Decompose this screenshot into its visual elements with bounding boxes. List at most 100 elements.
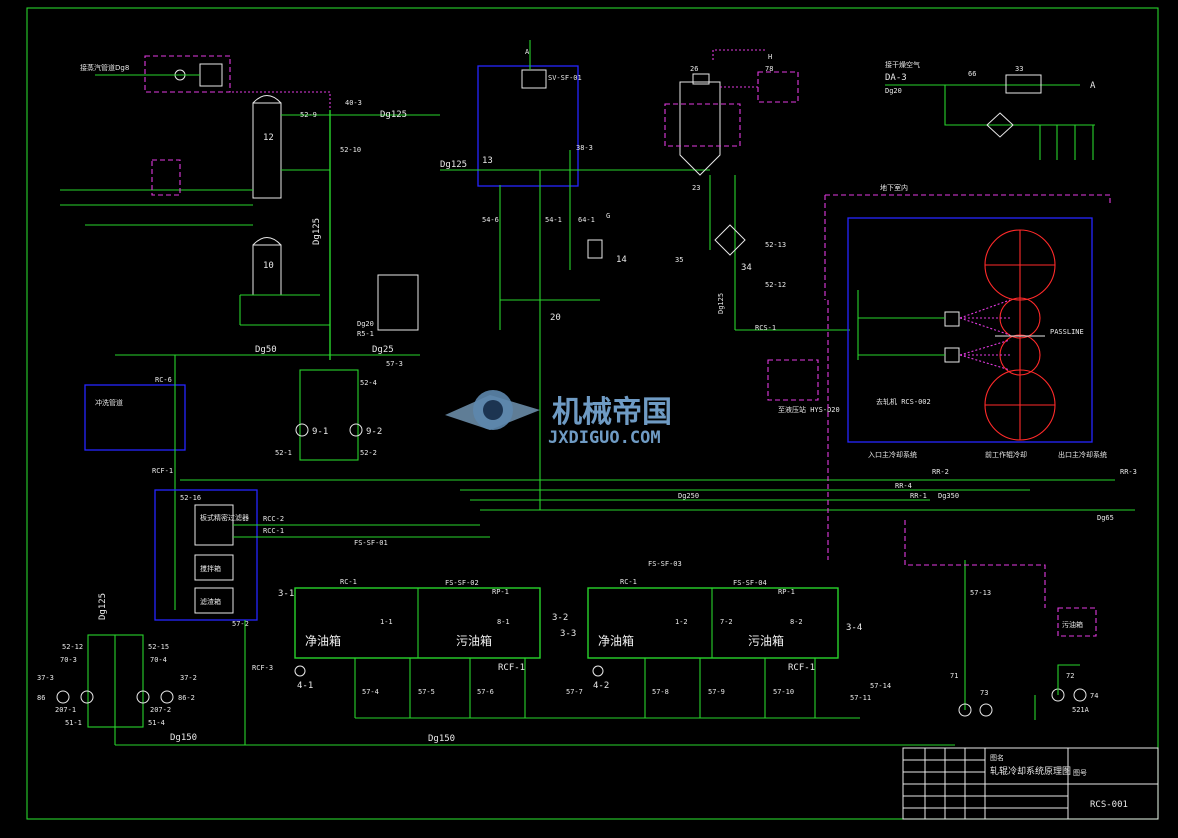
title-label: 图名 <box>990 753 1004 762</box>
drawing-title: 轧辊冷却系统原理图 <box>990 765 1071 777</box>
pipe-dg20-b: Dg20 <box>885 87 902 95</box>
eq-23: 23 <box>692 184 700 192</box>
tag-rr1: RR-1 <box>910 492 927 500</box>
tag-52-12: 52-12 <box>765 281 786 289</box>
pump-skid-9 <box>299 369 359 461</box>
hys-label: 至液压站 HYS-D20 <box>778 405 840 414</box>
eq-20: 20 <box>550 313 561 323</box>
tank-clean-2: 净油箱 <box>598 633 634 648</box>
tag-rc1-a: RC-1 <box>340 578 357 586</box>
tag-fs4: FS-SF-04 <box>733 579 767 587</box>
pipe-dg125-mid: Dg125 <box>440 160 467 170</box>
pump-9-1: 9-1 <box>312 427 328 437</box>
eq-26: 26 <box>690 65 698 73</box>
drawing-border <box>26 7 1159 820</box>
tag-rcf1-left: RCF-1 <box>152 467 173 475</box>
rcs002-label: 去轧机 RCS-002 <box>876 397 931 406</box>
box-78 <box>757 71 799 103</box>
tag-fs2: FS-SF-02 <box>445 579 479 587</box>
pipe-dg150-b: Dg150 <box>428 734 455 744</box>
tag-86-2: 86-2 <box>178 694 195 702</box>
filter-33 <box>1005 74 1042 94</box>
mix-tank <box>194 554 234 581</box>
pump-skid-86 <box>87 634 144 728</box>
valve-station-13 <box>477 65 579 187</box>
tag-57-3: 57-3 <box>386 360 403 368</box>
eq-35: 35 <box>675 256 683 264</box>
tag-a2: A <box>1090 81 1096 91</box>
tag-g: G <box>606 212 610 220</box>
tag-rp1-a: RP-1 <box>492 588 509 596</box>
tag-rcc2: RCC-2 <box>263 515 284 523</box>
note-inlet: 入口主冷却系统 <box>868 450 917 459</box>
exchanger-34 <box>714 224 746 256</box>
tag-rc6: RC-6 <box>155 376 172 384</box>
eq-33: 33 <box>1015 65 1023 73</box>
tag-38-3: 38-3 <box>576 144 593 152</box>
pipe-dg125-vert: Dg125 <box>312 218 322 245</box>
tag-rcf1-b: RCF-1 <box>788 663 815 673</box>
tag-52-2: 52-2 <box>360 449 377 457</box>
tank-id-3-3: 3-3 <box>560 629 576 639</box>
eq-78: 78 <box>765 65 773 73</box>
tag-52-14: 52-12 <box>62 643 83 651</box>
note-outlet: 出口主冷却系统 <box>1058 450 1107 459</box>
box-slag-tank: 滤渣箱 <box>200 597 221 606</box>
pipe-dg65: Dg65 <box>1097 514 1114 522</box>
eq-73: 73 <box>980 689 988 697</box>
pipe-dg125-top: Dg125 <box>380 110 407 120</box>
tag-52-1: 52-1 <box>275 449 292 457</box>
tank-dirty-1: 污油箱 <box>456 633 492 648</box>
tag-57-13: 57-13 <box>970 589 991 597</box>
eq-13: 13 <box>482 156 493 166</box>
tag-1-1: 1-1 <box>380 618 393 626</box>
tag-71: 71 <box>950 672 958 680</box>
wash-box <box>84 384 186 451</box>
eq-12: 12 <box>263 133 274 143</box>
tag-57-10: 57-10 <box>773 688 794 696</box>
tag-57-7: 57-7 <box>566 688 583 696</box>
hys-box <box>767 359 819 401</box>
tag-rcc1: RCC-1 <box>263 527 284 535</box>
note-front: 前工作辊冷却 <box>985 450 1027 459</box>
tag-37-2: 37-2 <box>180 674 197 682</box>
tag-57-9: 57-9 <box>708 688 725 696</box>
tag-7-2: 7-2 <box>720 618 733 626</box>
eq-74: 74 <box>1090 692 1098 700</box>
tag-sv: SV-SF-01 <box>548 74 582 82</box>
tag-57-5: 57-5 <box>418 688 435 696</box>
eq-34: 34 <box>741 263 752 273</box>
tag-207-2: 207-2 <box>150 706 171 714</box>
tag-64-1: 64-1 <box>578 216 595 224</box>
hopper-23 <box>679 81 721 176</box>
tag-rp1-b: RP-1 <box>778 588 795 596</box>
tag-rcf1-a: RCF-1 <box>498 663 525 673</box>
tag-57-11: 57-11 <box>850 694 871 702</box>
watermark-en: JXDIGUO.COM <box>548 428 661 448</box>
drawing-number: RCS-001 <box>1090 800 1128 810</box>
mill-stand <box>847 217 1093 443</box>
tag-57-14: 57-14 <box>870 682 891 690</box>
tank-id-3-1: 3-1 <box>278 589 294 599</box>
tag-207-1: 207-1 <box>55 706 76 714</box>
tag-70-4: 70-4 <box>150 656 167 664</box>
tank-clean-1: 净油箱 <box>305 633 341 648</box>
pipe-dg150-a: Dg150 <box>170 733 197 743</box>
plate-filter <box>194 504 234 546</box>
tag-57-6: 57-6 <box>477 688 494 696</box>
tag-4-1: 4-1 <box>297 681 313 691</box>
tank-sludge: 污油箱 <box>1062 620 1083 629</box>
tag-52-15: 52-15 <box>148 643 169 651</box>
eq-10: 10 <box>263 261 274 271</box>
tag-fs1: FS-SF-01 <box>354 539 388 547</box>
tag-51-4: 51-4 <box>148 719 165 727</box>
tag-rcs1: RCS-1 <box>755 324 776 332</box>
pipe-dg50: Dg50 <box>255 345 277 355</box>
tag-rr2: RR-2 <box>932 468 949 476</box>
valve-rack <box>377 274 419 331</box>
tag-r5: R5-1 <box>357 330 374 338</box>
tag-fs3: FS-SF-03 <box>648 560 682 568</box>
tag-52-9: 52-9 <box>300 111 317 119</box>
tag-52-10: 52-10 <box>340 146 361 154</box>
